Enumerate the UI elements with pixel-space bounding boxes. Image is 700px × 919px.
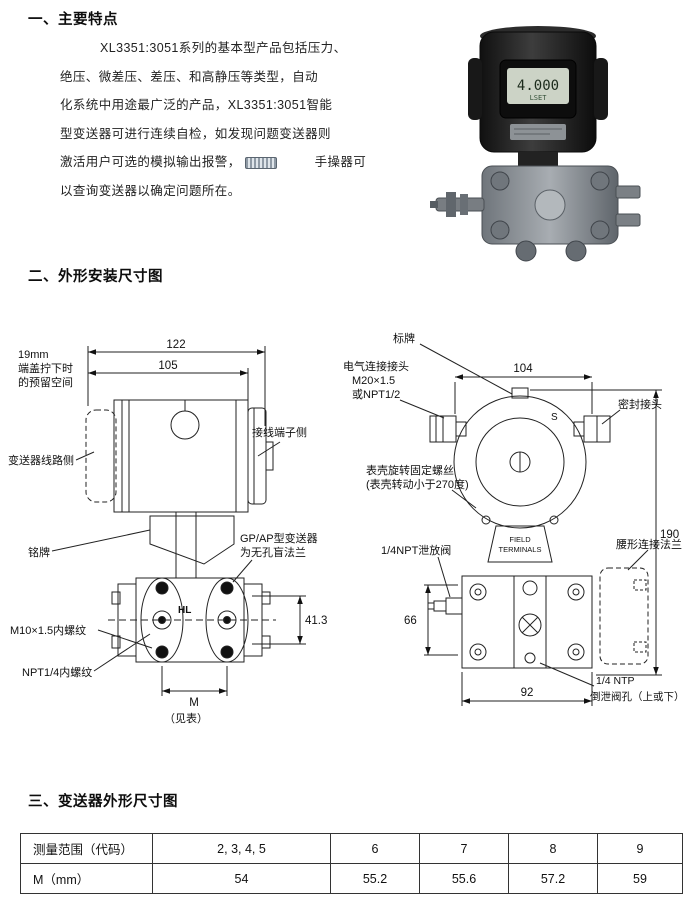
device-display-value: 4.000 [517, 78, 559, 94]
table-cell: M（mm） [20, 863, 153, 894]
dim-190-label: 190 [660, 529, 679, 541]
dim-104-label: 104 [513, 363, 533, 375]
see-table-label: （见表） [164, 711, 208, 725]
inverted-drain-hole-label: 倒泄阀孔（上或下） [590, 690, 685, 703]
reserved-space-label: 端盖拧下时 [18, 361, 73, 375]
electrical-connector-label: M20×1.5 [352, 375, 395, 387]
gpap-flange-label: GP/AP型变送器 [240, 531, 318, 545]
transmitter-photo-graphic: 4.000 LSET [430, 26, 641, 262]
m10-thread-label: M10×1.5内螺纹 [10, 623, 86, 637]
paragraph-text: 手操器可 [314, 155, 367, 169]
paragraph-line: 以查询变送器以确定问题所在。 [60, 183, 241, 198]
case-rotation-screw-label: (表壳转动小于270度) [366, 477, 469, 491]
left-view-geometry [51, 346, 306, 696]
reserved-space-label: 的预留空间 [18, 375, 73, 389]
transmitter-photo: 4.000 LSET [430, 26, 641, 262]
installation-dimension-drawings: 19mm 端盖拧下时 的预留空间 122 105 接线端子侧 变送器线路侧 铭牌… [8, 331, 685, 725]
s-mark-label: S [551, 412, 558, 423]
section1-title: 一、主要特点 [28, 12, 118, 28]
dim-122-label: 122 [166, 339, 185, 351]
electrical-connector-label: 电气连接接头 [343, 359, 409, 373]
table-cell: 55.6 [419, 863, 509, 894]
nameplate-label: 铭牌 [28, 545, 50, 559]
case-rotation-screw-label: 表壳旋转固定螺丝 [366, 463, 454, 477]
table-cell: 2, 3, 4, 5 [152, 833, 331, 864]
table-cell: 57.2 [508, 863, 598, 894]
paragraph-line: 化系统中用途最广泛的产品，XL3351:3051智能 [60, 98, 333, 112]
electrical-connector-label: 或NPT1/2 [352, 388, 400, 401]
table-cell: 6 [330, 833, 420, 864]
paragraph-line: 型变送器可进行连续自检，如发现问题变送器则 [60, 126, 331, 141]
table-row-m-dimension: M（mm） 54 55.2 55.6 57.2 59 [20, 863, 683, 894]
device-lcd-screen [507, 68, 569, 104]
paragraph-line: XL3351:3051系列的基本型产品包括压力、 [100, 41, 347, 55]
waist-flange-label: 腰形连接法兰 [616, 537, 682, 551]
table-cell: 8 [508, 833, 598, 864]
hart-communicator-icon [244, 156, 277, 169]
field-terminals-label: TERMINALS [499, 545, 542, 554]
dim-66-label: 66 [404, 615, 417, 627]
dim-92-label: 92 [521, 687, 534, 699]
table-row-range: 测量范围（代码） 2, 3, 4, 5 6 7 8 9 [20, 833, 683, 864]
seal-connector-label: 密封接头 [618, 397, 662, 411]
reserved-space-label: 19mm [18, 349, 49, 361]
table-cell: 测量范围（代码） [20, 833, 153, 864]
table-cell: 59 [597, 863, 683, 894]
right-view-geometry [399, 343, 662, 706]
inverted-drain-hole-label: 1/4 NTP [596, 675, 635, 687]
paragraph-line: 绝压、微差压、差压、和高静压等类型，自动 [60, 69, 319, 84]
npt-thread-label: NPT1/4内螺纹 [22, 665, 92, 679]
dim-m-label: M [189, 697, 199, 709]
left-view-labels: 19mm 端盖拧下时 的预留空间 122 105 接线端子侧 变送器线路侧 铭牌… [8, 339, 327, 725]
label-plate-label: 标牌 [393, 331, 415, 345]
right-view-labels: 标牌 电气连接接头 M20×1.5 或NPT1/2 104 密封接头 S 表壳旋… [343, 331, 685, 703]
table-cell: 9 [597, 833, 683, 864]
features-paragraph: XL3351:3051系列的基本型产品包括压力、 绝压、微差压、差压、和高静压等… [60, 34, 366, 205]
section3-title: 三、变送器外形尺寸图 [28, 794, 178, 810]
table-cell: 55.2 [330, 863, 420, 894]
drain-valve-label: 1/4NPT泄放阀 [381, 543, 451, 557]
gpap-flange-label: 为无孔盲法兰 [240, 545, 306, 559]
paragraph-text: 激活用户可选的模拟输出报警， [60, 155, 241, 169]
hl-mark-label: HL [178, 605, 191, 616]
table-cell: 54 [152, 863, 331, 894]
device-display-mode: LSET [530, 94, 548, 102]
terminal-side-label: 接线端子侧 [252, 425, 307, 439]
dim-105-label: 105 [158, 360, 177, 372]
dim-41-3-label: 41.3 [305, 615, 327, 627]
circuit-side-label: 变送器线路侧 [8, 453, 74, 467]
table-cell: 7 [419, 833, 509, 864]
dimension-table: 测量范围（代码） 2, 3, 4, 5 6 7 8 9 M（mm） 54 55.… [20, 833, 683, 894]
field-terminals-label: FIELD [509, 535, 531, 544]
paragraph-line: 激活用户可选的模拟输出报警， 手操器可 [60, 148, 366, 177]
section2-title: 二、外形安装尺寸图 [28, 269, 163, 285]
